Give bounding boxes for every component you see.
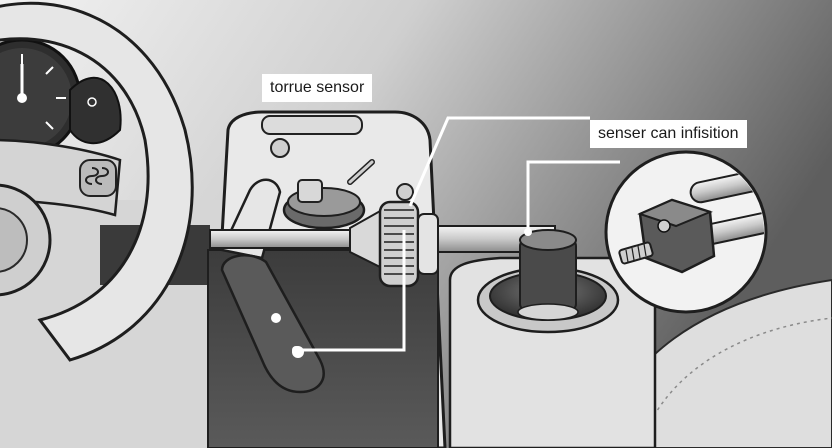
sensor-callout-line — [526, 160, 620, 232]
callout-lines — [296, 116, 620, 352]
torque-sensor-label: torrue sensor — [262, 74, 373, 102]
torque-sensor-base — [282, 159, 375, 230]
sensor-can-label: senser can infisition — [590, 120, 747, 148]
sensor-zoom-view — [604, 150, 768, 314]
steering-wheel — [0, 1, 194, 362]
sensor-callout-dot — [524, 228, 532, 236]
torque-callout-dot — [292, 346, 300, 354]
torque-callout-line-upper — [408, 116, 590, 207]
sensor-mount — [448, 229, 657, 448]
torque-callout-line — [296, 230, 406, 352]
torque-sensor-ring — [349, 200, 439, 288]
